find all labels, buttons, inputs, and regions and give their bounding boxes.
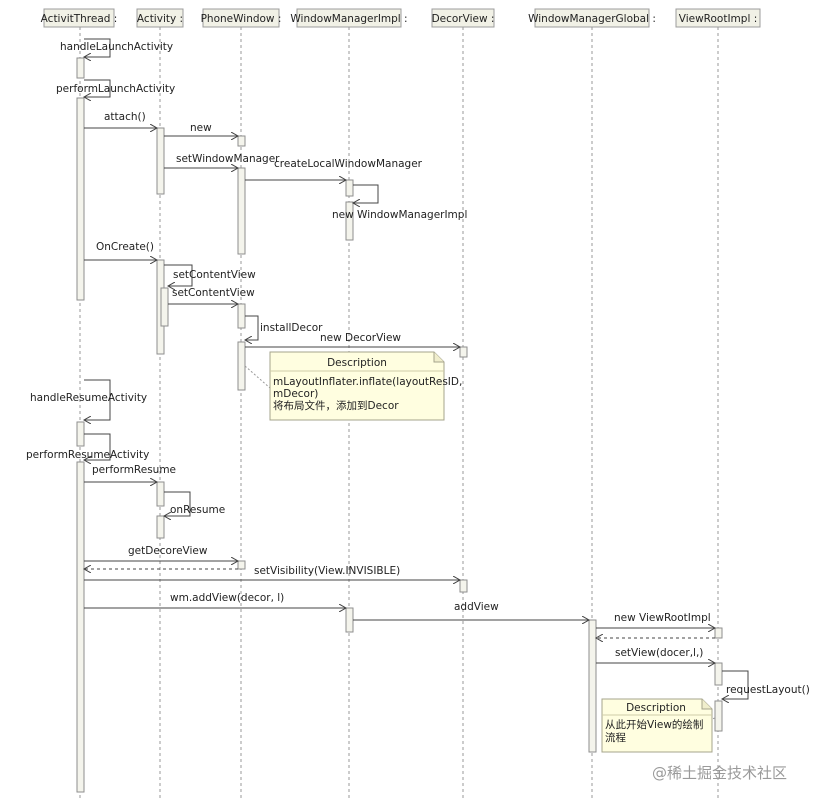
message-label: performResume (92, 464, 176, 476)
activation-bar (459, 346, 468, 358)
message-label: setContentView (172, 287, 255, 299)
activation-bar (76, 57, 85, 79)
message-arrow (245, 315, 259, 340)
note-body (601, 698, 713, 753)
note-fold (701, 699, 712, 710)
activation-bar (345, 179, 354, 197)
note-text-line: 流程 (605, 731, 626, 744)
activation-bar (237, 341, 246, 391)
activation-bars (76, 57, 723, 793)
note-anchor (244, 365, 271, 389)
activation-bar (714, 700, 723, 732)
message-arrow (164, 491, 191, 516)
activation-bar (714, 627, 723, 639)
lifeline-header-activity: Activity : (136, 8, 184, 28)
message-label: requestLayout() (726, 684, 810, 696)
note-fold (433, 352, 444, 363)
message-label: setWindowManager (176, 153, 280, 165)
description-note: Description mLayoutInflater.inflate(layo… (269, 351, 462, 421)
lifeline-label: Activity : (137, 13, 183, 25)
note-text-line: 从此开始View的绘制 (605, 718, 703, 731)
activation-bar (156, 481, 165, 507)
message-label: setVisibility(View.INVISIBLE) (254, 565, 400, 577)
lifeline-label: ActivitThread : (41, 13, 118, 25)
message-label: new WindowManagerImpl (332, 209, 467, 221)
lifeline-label: WindowManagerGlobal : (528, 13, 656, 25)
message-arrow (353, 184, 379, 203)
message-label: getDecoreView (128, 545, 208, 557)
message-arrow (84, 38, 111, 57)
note-text-line: mDecor) (273, 388, 318, 400)
activation-bar (237, 303, 246, 329)
lifeline-label: PhoneWindow : (201, 13, 282, 25)
messages: handleLaunchActivity performLaunchActivi… (26, 38, 810, 699)
activation-bar (345, 201, 354, 241)
description-note: Description 从此开始View的绘制 流程 (601, 698, 713, 753)
activation-bar (459, 579, 468, 593)
activation-bar (237, 167, 246, 255)
message-label: performLaunchActivity (56, 83, 175, 95)
activation-bar (345, 607, 354, 633)
message-label: OnCreate() (96, 241, 154, 253)
message-label: onResume (170, 504, 225, 516)
activation-bar (237, 135, 246, 147)
note-text-line: mLayoutInflater.inflate(layoutResID, (273, 376, 462, 388)
activation-bar (156, 127, 165, 195)
activation-bar (237, 560, 246, 570)
message-arrow (722, 670, 749, 699)
message-label: handleResumeActivity (30, 392, 147, 404)
message-arrow (164, 264, 193, 286)
note-body (269, 351, 445, 421)
lifeline-header-phonewindow: PhoneWindow : (201, 8, 282, 28)
message-label: handleLaunchActivity (60, 41, 173, 53)
message-label: new (190, 122, 212, 134)
message-label: setView(docer,l,) (615, 647, 703, 659)
activation-bar (714, 662, 723, 686)
activation-bar (588, 619, 597, 753)
message-arrow (84, 433, 111, 460)
activation-bar (156, 515, 165, 539)
message-label: attach() (104, 111, 146, 123)
lifeline-header-windowmanagerimpl: WindowManagerImpl : (290, 8, 408, 28)
note-text-line: 将布局文件，添加到Decor (273, 399, 399, 412)
activation-bar (76, 421, 85, 447)
lifeline-label: WindowManagerImpl : (290, 13, 407, 25)
lifeline-label: ViewRootImpl : (679, 13, 758, 25)
message-arrow (84, 79, 111, 97)
lifeline-header-decorview: DecorView : (431, 8, 495, 28)
message-label: addView (454, 601, 499, 613)
message-label: setContentView (173, 269, 256, 281)
note-title: Description (327, 357, 387, 369)
message-arrow (84, 379, 111, 420)
lifeline-header-viewrootimpl: ViewRootImpl : (675, 8, 761, 28)
lifeline-label: DecorView : (432, 13, 495, 25)
lifeline-header-activitthread: ActivitThread : (41, 8, 118, 28)
activation-bar (76, 461, 85, 793)
message-label: installDecor (260, 322, 323, 334)
watermark: @稀土掘金技术社区 (652, 764, 787, 782)
lifeline-header-windowmanagerglobal: WindowManagerGlobal : (528, 8, 656, 28)
message-label: new ViewRootImpl (614, 612, 711, 624)
message-label: wm.addView(decor, l) (170, 592, 284, 604)
message-label: new DecorView (320, 332, 401, 344)
activation-bar (160, 287, 169, 327)
message-label: createLocalWindowManager (274, 158, 423, 170)
note-title: Description (626, 702, 686, 714)
activation-bar (76, 97, 85, 301)
message-label: performResumeActivity (26, 449, 149, 461)
